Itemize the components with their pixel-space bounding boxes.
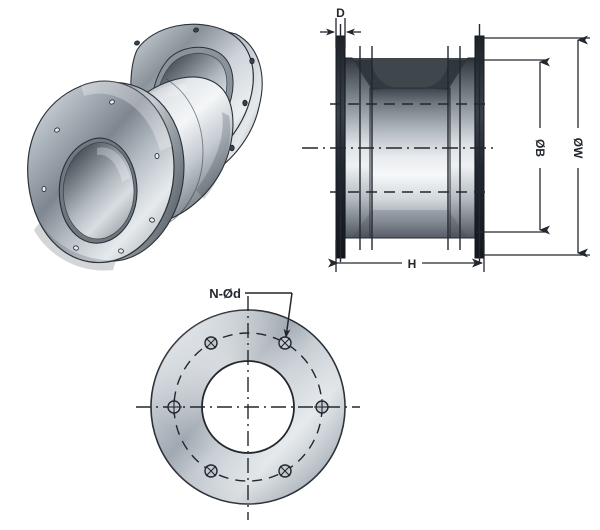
isometric-view xyxy=(27,23,263,271)
bolt-hole xyxy=(278,336,292,350)
bolt-hole xyxy=(314,399,330,415)
barrel-body xyxy=(369,87,451,239)
dimension-label-OW: ØW xyxy=(571,138,585,159)
plan-bolt-holes xyxy=(166,336,330,478)
iso-rear-bolt-holes xyxy=(134,27,255,152)
bolt-hole xyxy=(166,399,182,415)
iso-front-bolt-holes xyxy=(41,99,160,254)
plan-end-view: N-Ød xyxy=(136,286,360,520)
bolt-hole xyxy=(278,464,292,478)
dimension-H: H xyxy=(328,240,485,272)
dimension-label-D: D xyxy=(336,6,345,20)
bolt-hole xyxy=(204,464,218,478)
section-elevation-view: D H ØB xyxy=(302,6,590,272)
dimension-D: D xyxy=(320,6,361,48)
dimension-label-H: H xyxy=(408,257,417,271)
dimension-OB: ØB xyxy=(476,57,550,235)
dimension-OW: ØW xyxy=(484,35,590,258)
bolt-circle-projection xyxy=(330,103,490,193)
callout-label-N-Od: N-Ød xyxy=(209,286,241,301)
iso-front-flange xyxy=(27,80,185,271)
bolt-hole xyxy=(204,336,218,350)
dimension-label-OB: ØB xyxy=(533,139,547,157)
callout-N-Od: N-Ød xyxy=(209,286,293,338)
